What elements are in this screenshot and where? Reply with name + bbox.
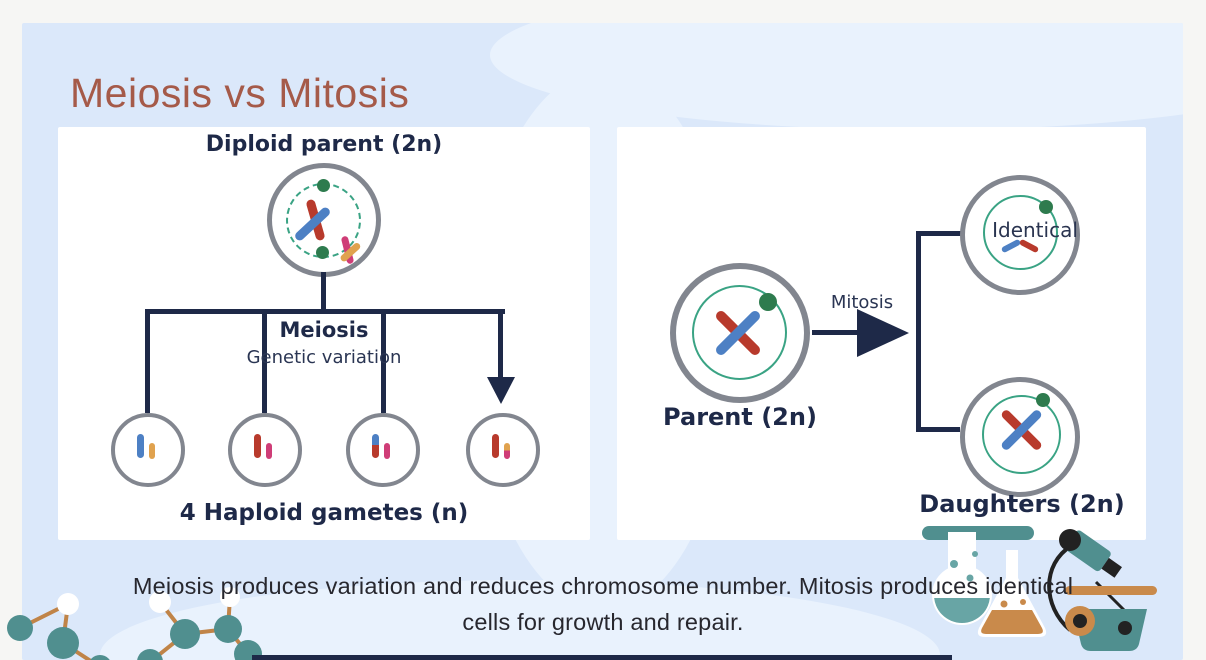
connector-line (498, 309, 503, 379)
summary-caption-line1: Meiosis produces variation and reduces c… (132, 573, 1074, 599)
connector-line (381, 309, 386, 413)
gamete-cell-icon (466, 413, 540, 487)
centrosome-dot-icon (316, 246, 329, 259)
chromosome-recombinant-icon (372, 434, 379, 458)
chromosome-pink-icon (266, 443, 272, 459)
daughter-cell-icon (960, 175, 1080, 295)
page-title: Meiosis vs Mitosis (70, 70, 410, 116)
chromosome-pink-icon (384, 443, 390, 459)
centrosome-dot-icon (759, 293, 777, 311)
nuclear-envelope-icon (982, 395, 1061, 474)
centrosome-dot-icon (1036, 393, 1050, 407)
centrosome-dot-icon (317, 179, 330, 192)
meiosis-arrowhead-icon (487, 377, 515, 404)
chromosome-red-icon (254, 434, 261, 458)
gamete-cell-icon (111, 413, 185, 487)
mitosis-arrowhead-icon (857, 309, 909, 357)
daughter-cell-icon (960, 377, 1080, 497)
mitosis-parent-cell-icon (670, 263, 810, 403)
centrosome-dot-icon (1039, 200, 1053, 214)
connector-line (262, 309, 267, 413)
connector-line (145, 309, 505, 314)
mitosis-process-label: Mitosis (830, 292, 894, 313)
daughters-label: Daughters (2n) (919, 490, 1125, 518)
summary-caption-line2: cells for growth and repair. (462, 609, 744, 635)
summary-caption: Meiosis produces variation and reduces c… (63, 568, 1143, 640)
haploid-gametes-label: 4 Haploid gametes (n) (179, 500, 469, 526)
chromosome-orange-icon (149, 443, 155, 459)
bottom-edge-bar (252, 655, 952, 660)
chromosome-red-icon (492, 434, 499, 458)
chromosome-blue-icon (137, 434, 144, 458)
connector-line (145, 309, 150, 413)
connector-line (916, 427, 960, 432)
connector-line (916, 231, 962, 236)
meiosis-process-label: Meiosis (279, 318, 369, 342)
mitosis-parent-label: Parent (2n) (663, 403, 817, 431)
nuclear-envelope-icon (983, 195, 1058, 270)
connector-line (812, 330, 862, 335)
gamete-cell-icon (346, 413, 420, 487)
nuclear-envelope-icon (692, 285, 787, 380)
identical-label: Identical (992, 218, 1078, 242)
chromosome-recombinant-icon (504, 443, 510, 459)
diploid-parent-label: Diploid parent (2n) (205, 132, 443, 157)
connector-line (916, 231, 921, 432)
gamete-cell-icon (228, 413, 302, 487)
genetic-variation-label: Genetic variation (246, 347, 402, 368)
connector-line (321, 272, 326, 311)
